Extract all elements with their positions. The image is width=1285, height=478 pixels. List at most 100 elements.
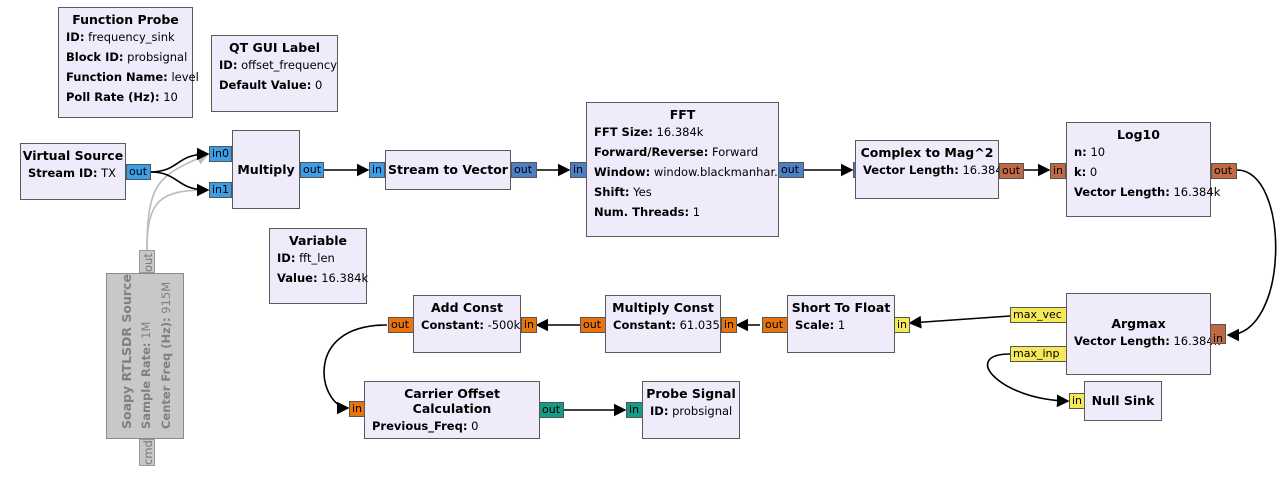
block-title: Function Probe bbox=[72, 12, 179, 27]
param-key: ID: bbox=[219, 58, 238, 72]
multiply-out-port[interactable]: out bbox=[300, 162, 324, 178]
log10-out-port[interactable]: out bbox=[1211, 163, 1237, 179]
param-row: Poll Rate (Hz): 10 bbox=[59, 87, 192, 107]
param-value: -500k bbox=[487, 318, 521, 332]
param-key: Stream ID: bbox=[28, 166, 98, 180]
param-row: ID: frequency_sink bbox=[59, 27, 192, 47]
argmax-in-port[interactable]: in bbox=[1210, 324, 1226, 345]
complex-to-mag-block[interactable]: Complex to Mag^2 Vector Length: 16.384k bbox=[855, 140, 1009, 199]
add-const-out-port[interactable]: out bbox=[388, 317, 414, 333]
carrier-offset-in-port[interactable]: in bbox=[349, 401, 365, 417]
param-value: window.blackmanhar... bbox=[653, 165, 786, 179]
short-to-float-out-port[interactable]: out bbox=[762, 317, 788, 333]
param-value: 915M bbox=[159, 281, 173, 314]
param-value: 16.384k bbox=[962, 163, 1010, 177]
param-key: Previous_Freq: bbox=[372, 419, 468, 433]
soapy-rtlsdr-source-block[interactable]: Soapy RTLSDR Source Sample Rate: 1M Cent… bbox=[106, 273, 184, 439]
param-key: FFT Size: bbox=[594, 125, 653, 139]
param-key: Vector Length: bbox=[1074, 334, 1170, 348]
add-const-in-port[interactable]: in bbox=[521, 317, 537, 333]
function-probe-block[interactable]: Function Probe ID: frequency_sink Block … bbox=[58, 7, 199, 118]
fft-in-port[interactable]: in bbox=[570, 162, 587, 178]
argmax-max-vec-port[interactable]: max_vec bbox=[1010, 307, 1067, 323]
argmax-block[interactable]: Argmax Vector Length: 16.384k bbox=[1066, 293, 1220, 375]
argmax-max-inp-port[interactable]: max_inp bbox=[1010, 346, 1067, 362]
param-value: 16.384k bbox=[656, 125, 704, 139]
param-value: 1 bbox=[692, 205, 701, 219]
fft-block[interactable]: FFT FFT Size: 16.384k Forward/Reverse: F… bbox=[586, 102, 785, 237]
param-value: 0 bbox=[471, 419, 479, 433]
param-value: 1 bbox=[837, 318, 846, 332]
param-row: Vector Length: 16.384k bbox=[1067, 331, 1220, 351]
param-row: Stream ID: TX bbox=[21, 163, 125, 183]
log10-in-port[interactable]: in bbox=[1050, 163, 1066, 179]
probe-signal-block[interactable]: Probe Signal ID: probsignal bbox=[642, 381, 740, 439]
param-key: Window: bbox=[594, 165, 651, 179]
param-row: Scale: 1 bbox=[788, 315, 894, 335]
block-title: Argmax bbox=[1111, 316, 1166, 331]
short-to-float-in-port[interactable]: in bbox=[894, 317, 910, 333]
short-to-float-block[interactable]: Short To Float Scale: 1 bbox=[787, 295, 895, 353]
param-value: 0 bbox=[314, 78, 323, 92]
param-key: ID: bbox=[650, 404, 669, 418]
soapy-cmd-port[interactable]: cmd bbox=[139, 439, 155, 466]
variable-block[interactable]: Variable ID: fft_len Value: 16.384k bbox=[269, 228, 368, 304]
virtual-source-block[interactable]: Virtual Source Stream ID: TX bbox=[20, 143, 126, 200]
block-title: QT GUI Label bbox=[228, 40, 321, 55]
stream-to-vector-out-port[interactable]: out bbox=[511, 162, 537, 178]
param-row: Shift: Yes bbox=[587, 182, 778, 202]
block-title: Virtual Source bbox=[22, 148, 124, 163]
carrier-offset-out-port[interactable]: out bbox=[539, 402, 564, 418]
param-row: k: 0 bbox=[1067, 162, 1210, 182]
param-key: Vector Length: bbox=[1074, 185, 1170, 199]
block-title: Probe Signal bbox=[646, 386, 736, 401]
param-row: Previous_Freq: 0 bbox=[365, 416, 539, 436]
block-title: Multiply Const bbox=[612, 300, 714, 315]
null-sink-in-port[interactable]: in bbox=[1069, 393, 1085, 409]
block-title: Soapy RTLSDR Source bbox=[119, 274, 134, 429]
param-key: Shift: bbox=[594, 185, 630, 199]
port-label: cmd bbox=[141, 440, 155, 465]
log10-block[interactable]: Log10 n: 10 k: 0 Vector Length: 16.384k bbox=[1066, 122, 1220, 217]
param-value: probsignal bbox=[672, 404, 733, 418]
multiply-in0-port[interactable]: in0 bbox=[209, 146, 232, 162]
block-title: Null Sink bbox=[1091, 393, 1155, 408]
multiply-const-out-port[interactable]: out bbox=[580, 317, 606, 333]
multiply-block[interactable]: Multiply bbox=[232, 130, 300, 209]
block-title: Short To Float bbox=[791, 300, 891, 315]
param-key: Default Value: bbox=[219, 78, 312, 92]
param-key: n: bbox=[1074, 145, 1087, 159]
param-row: n: 10 bbox=[1067, 142, 1210, 162]
stream-to-vector-in-port[interactable]: in bbox=[369, 162, 385, 178]
multiply-in1-port[interactable]: in1 bbox=[209, 182, 232, 198]
qt-gui-label-block[interactable]: QT GUI Label ID: offset_frequency Defaul… bbox=[211, 35, 338, 112]
virtual-source-out-port[interactable]: out bbox=[126, 164, 151, 180]
carrier-offset-block[interactable]: Carrier Offset Calculation Previous_Freq… bbox=[364, 381, 540, 439]
param-row: FFT Size: 16.384k bbox=[587, 122, 778, 142]
complex-to-mag-out-port[interactable]: out bbox=[999, 163, 1024, 179]
fft-out-port[interactable]: out bbox=[778, 162, 804, 178]
param-row: Vector Length: 16.384k bbox=[1067, 182, 1220, 202]
param-value: offset_frequency bbox=[241, 58, 338, 72]
multiply-const-in-port[interactable]: in bbox=[721, 317, 737, 333]
param-row: Default Value: 0 bbox=[212, 75, 337, 95]
block-title: FFT bbox=[669, 107, 696, 122]
param-key: Function Name: bbox=[66, 70, 168, 84]
add-const-block[interactable]: Add Const Constant: -500k bbox=[413, 295, 521, 353]
param-row: ID: offset_frequency bbox=[212, 55, 337, 75]
param-value: 61.0352 bbox=[679, 318, 728, 332]
param-value: fft_len bbox=[299, 251, 335, 265]
param-value: 1M bbox=[139, 321, 153, 339]
stream-to-vector-block[interactable]: Stream to Vector bbox=[385, 150, 511, 190]
null-sink-block[interactable]: Null Sink bbox=[1084, 381, 1162, 421]
param-row: Center Freq (Hz): 915M bbox=[159, 282, 173, 429]
param-row: Block ID: probsignal bbox=[59, 47, 192, 67]
param-key: ID: bbox=[277, 251, 296, 265]
param-row: ID: fft_len bbox=[270, 248, 366, 268]
multiply-const-block[interactable]: Multiply Const Constant: 61.0352 bbox=[605, 295, 727, 353]
param-value: probsignal bbox=[127, 50, 188, 64]
soapy-out-port[interactable]: out bbox=[139, 250, 155, 273]
probe-signal-in-port[interactable]: in bbox=[626, 402, 643, 418]
param-key: Constant: bbox=[613, 318, 676, 332]
param-key: Sample Rate: bbox=[139, 342, 153, 429]
